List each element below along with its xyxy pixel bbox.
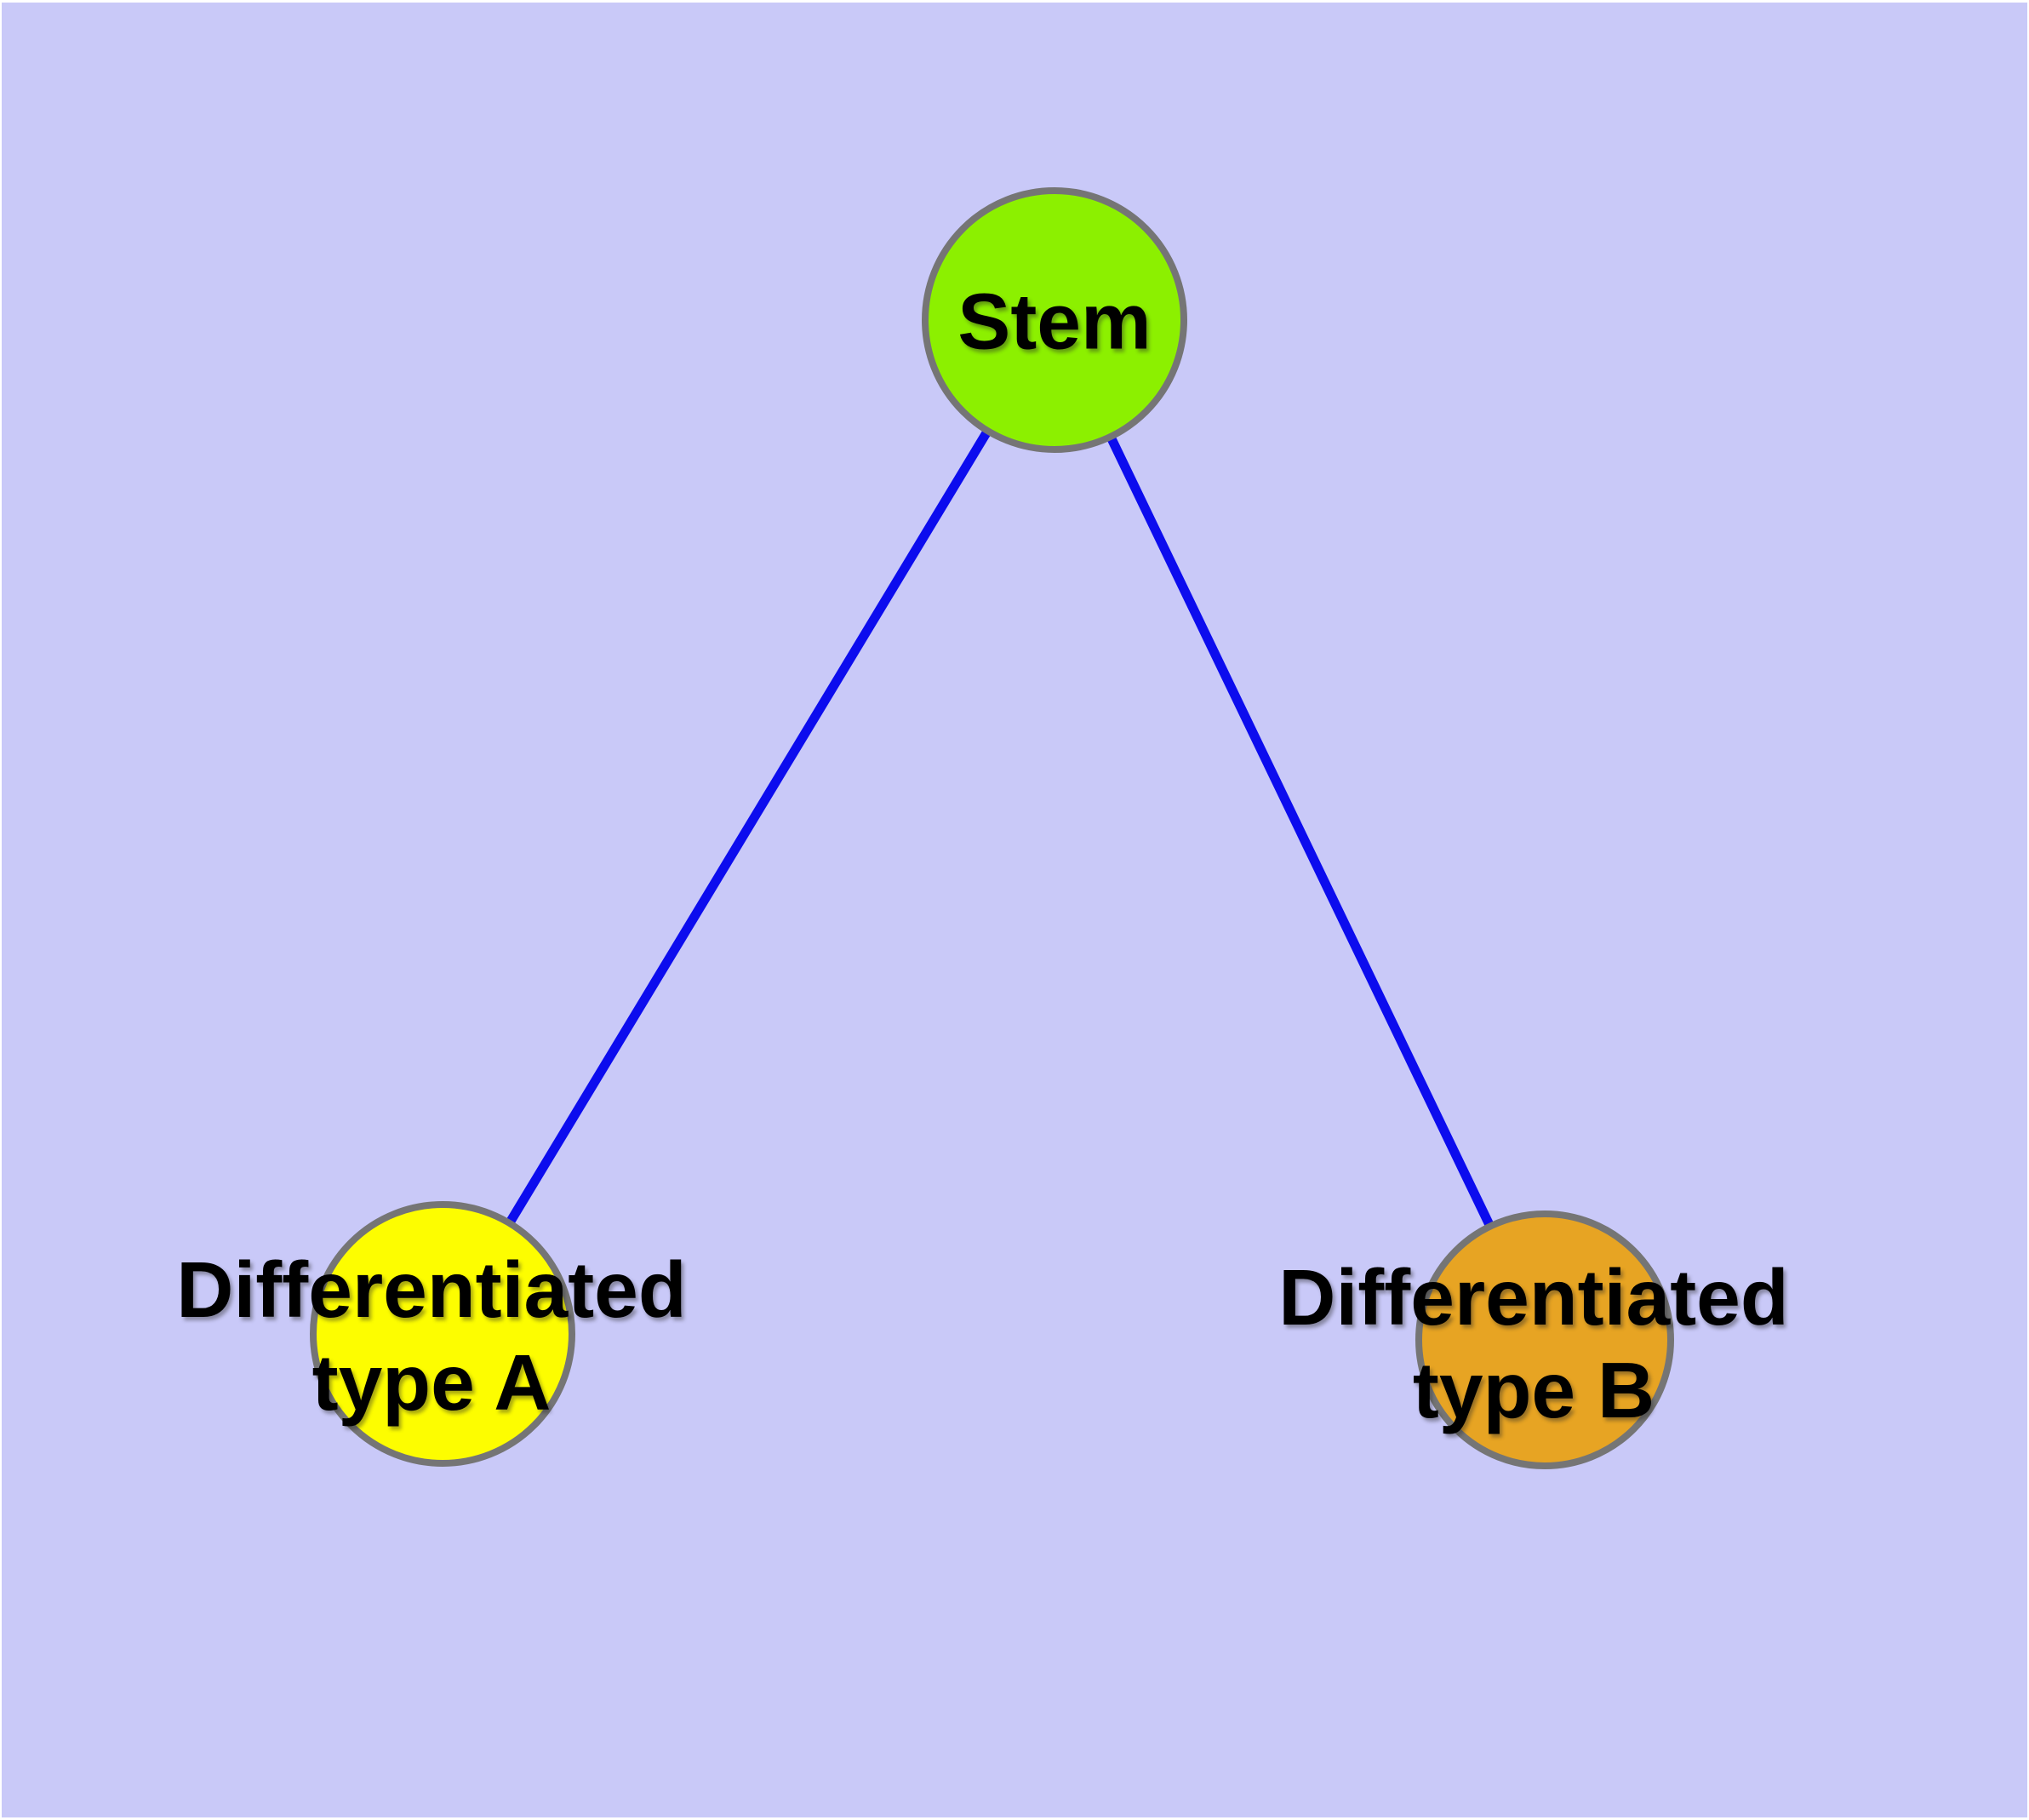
type-b-node-label: Differentiated type B [1278, 1253, 1789, 1434]
stem-cell-node [922, 187, 1187, 453]
differentiated-type-a-node [310, 1201, 575, 1467]
diagram-canvas: Stem Differentiated type A Differentiate… [2, 3, 2027, 1817]
edge-stem-to-type-a [438, 318, 1059, 1336]
type-a-node-label: Differentiated type A [176, 1245, 687, 1427]
edges-layer [438, 318, 1549, 1342]
stem-node-label: Stem [957, 277, 1152, 366]
edge-stem-to-type-b [1050, 318, 1549, 1342]
differentiated-type-b-node [1415, 1210, 1674, 1469]
